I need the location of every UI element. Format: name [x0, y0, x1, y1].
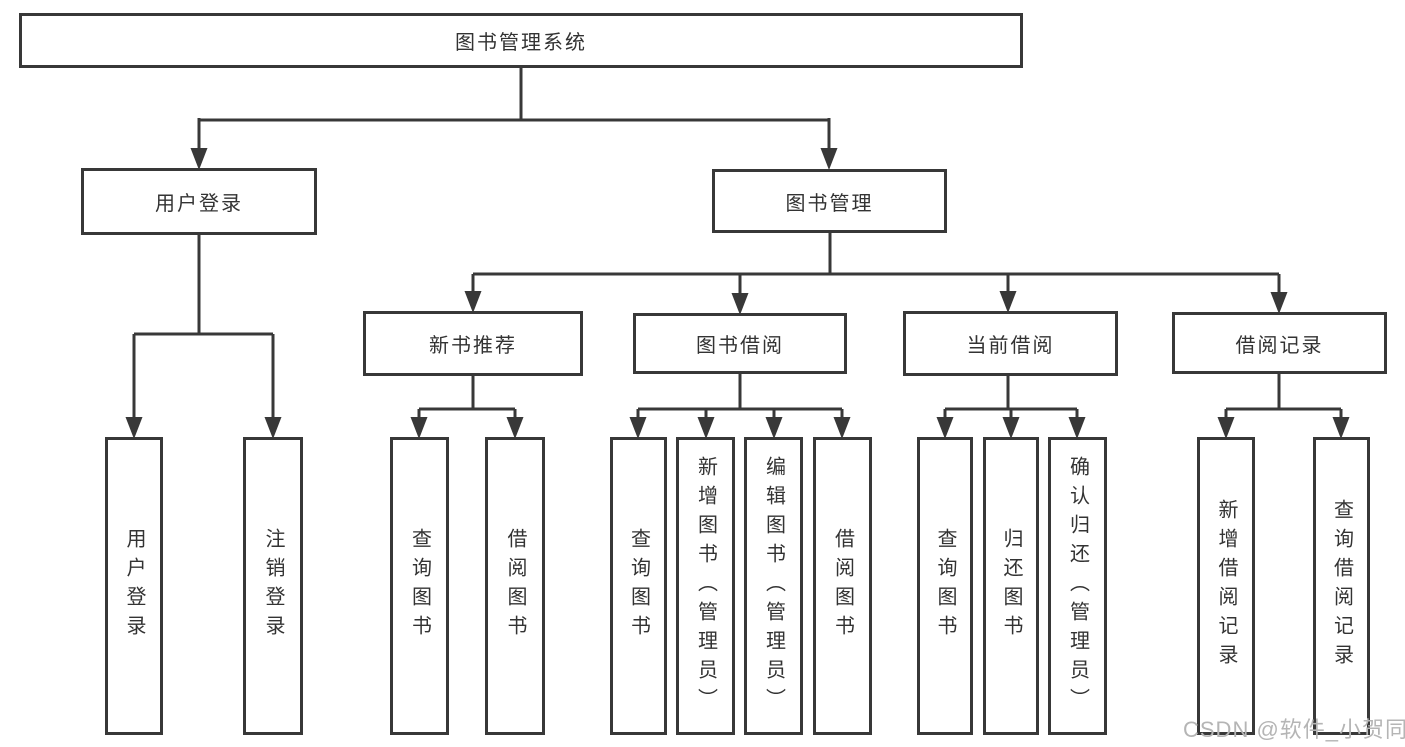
arrow-down-icon [1068, 417, 1086, 439]
arrow-down-icon [506, 417, 524, 439]
arrow-down-icon [125, 417, 143, 439]
arrow-down-icon [190, 148, 208, 170]
node-user-login: 用户登录 [81, 168, 317, 235]
connector-current-borrowing-to-leaves [943, 376, 1079, 420]
node-leaf-add-book-admin: 新增图书（管理员） [676, 437, 735, 735]
connector-root-to-level2 [197, 68, 831, 153]
connector-new-book-to-leaves [417, 376, 517, 420]
arrow-down-icon [1002, 417, 1020, 439]
node-leaf-query-books-recommend: 查询图书 [390, 437, 449, 735]
arrow-down-icon [1332, 417, 1350, 439]
arrow-down-icon [1270, 292, 1288, 314]
node-leaf-borrow-book: 借阅图书 [813, 437, 872, 735]
arrow-down-icon [731, 293, 749, 315]
node-leaf-user-login: 用户登录 [105, 437, 163, 735]
connector-book-management-to-level3 [471, 233, 1281, 295]
connector-borrowing-records-to-leaves [1224, 374, 1343, 420]
node-new-book-recommend: 新书推荐 [363, 311, 583, 376]
node-borrowing-records: 借阅记录 [1172, 312, 1387, 374]
node-leaf-borrow-book-recommend: 借阅图书 [485, 437, 545, 735]
node-library-management-system: 图书管理系统 [19, 13, 1023, 68]
arrow-down-icon [264, 417, 282, 439]
connector-book-borrowing-to-leaves [636, 374, 844, 420]
node-leaf-query-books-current: 查询图书 [917, 437, 973, 735]
arrowheads [125, 148, 1350, 439]
arrow-down-icon [820, 148, 838, 170]
node-leaf-edit-book-admin: 编辑图书（管理员） [744, 437, 803, 735]
node-leaf-add-borrow-record: 新增借阅记录 [1197, 437, 1255, 735]
arrow-down-icon [999, 291, 1017, 313]
arrow-down-icon [1217, 417, 1235, 439]
node-book-management: 图书管理 [712, 169, 947, 233]
arrow-down-icon [936, 417, 954, 439]
node-current-borrowing: 当前借阅 [903, 311, 1118, 376]
node-leaf-query-borrow-record: 查询借阅记录 [1313, 437, 1370, 735]
node-leaf-logout: 注销登录 [243, 437, 303, 735]
csdn-watermark: CSDN @软件_小贺同学 [1183, 717, 1405, 742]
node-leaf-confirm-return-admin: 确认归还（管理员） [1048, 437, 1107, 735]
arrow-down-icon [697, 417, 715, 439]
arrow-down-icon [410, 417, 428, 439]
node-book-borrowing: 图书借阅 [633, 313, 847, 374]
arrow-down-icon [464, 291, 482, 313]
arrow-down-icon [629, 417, 647, 439]
node-leaf-query-books-borrowing: 查询图书 [610, 437, 667, 735]
connector-user-login-to-leaves [132, 235, 275, 420]
arrow-down-icon [765, 417, 783, 439]
arrow-down-icon [833, 417, 851, 439]
node-leaf-return-book: 归还图书 [983, 437, 1039, 735]
